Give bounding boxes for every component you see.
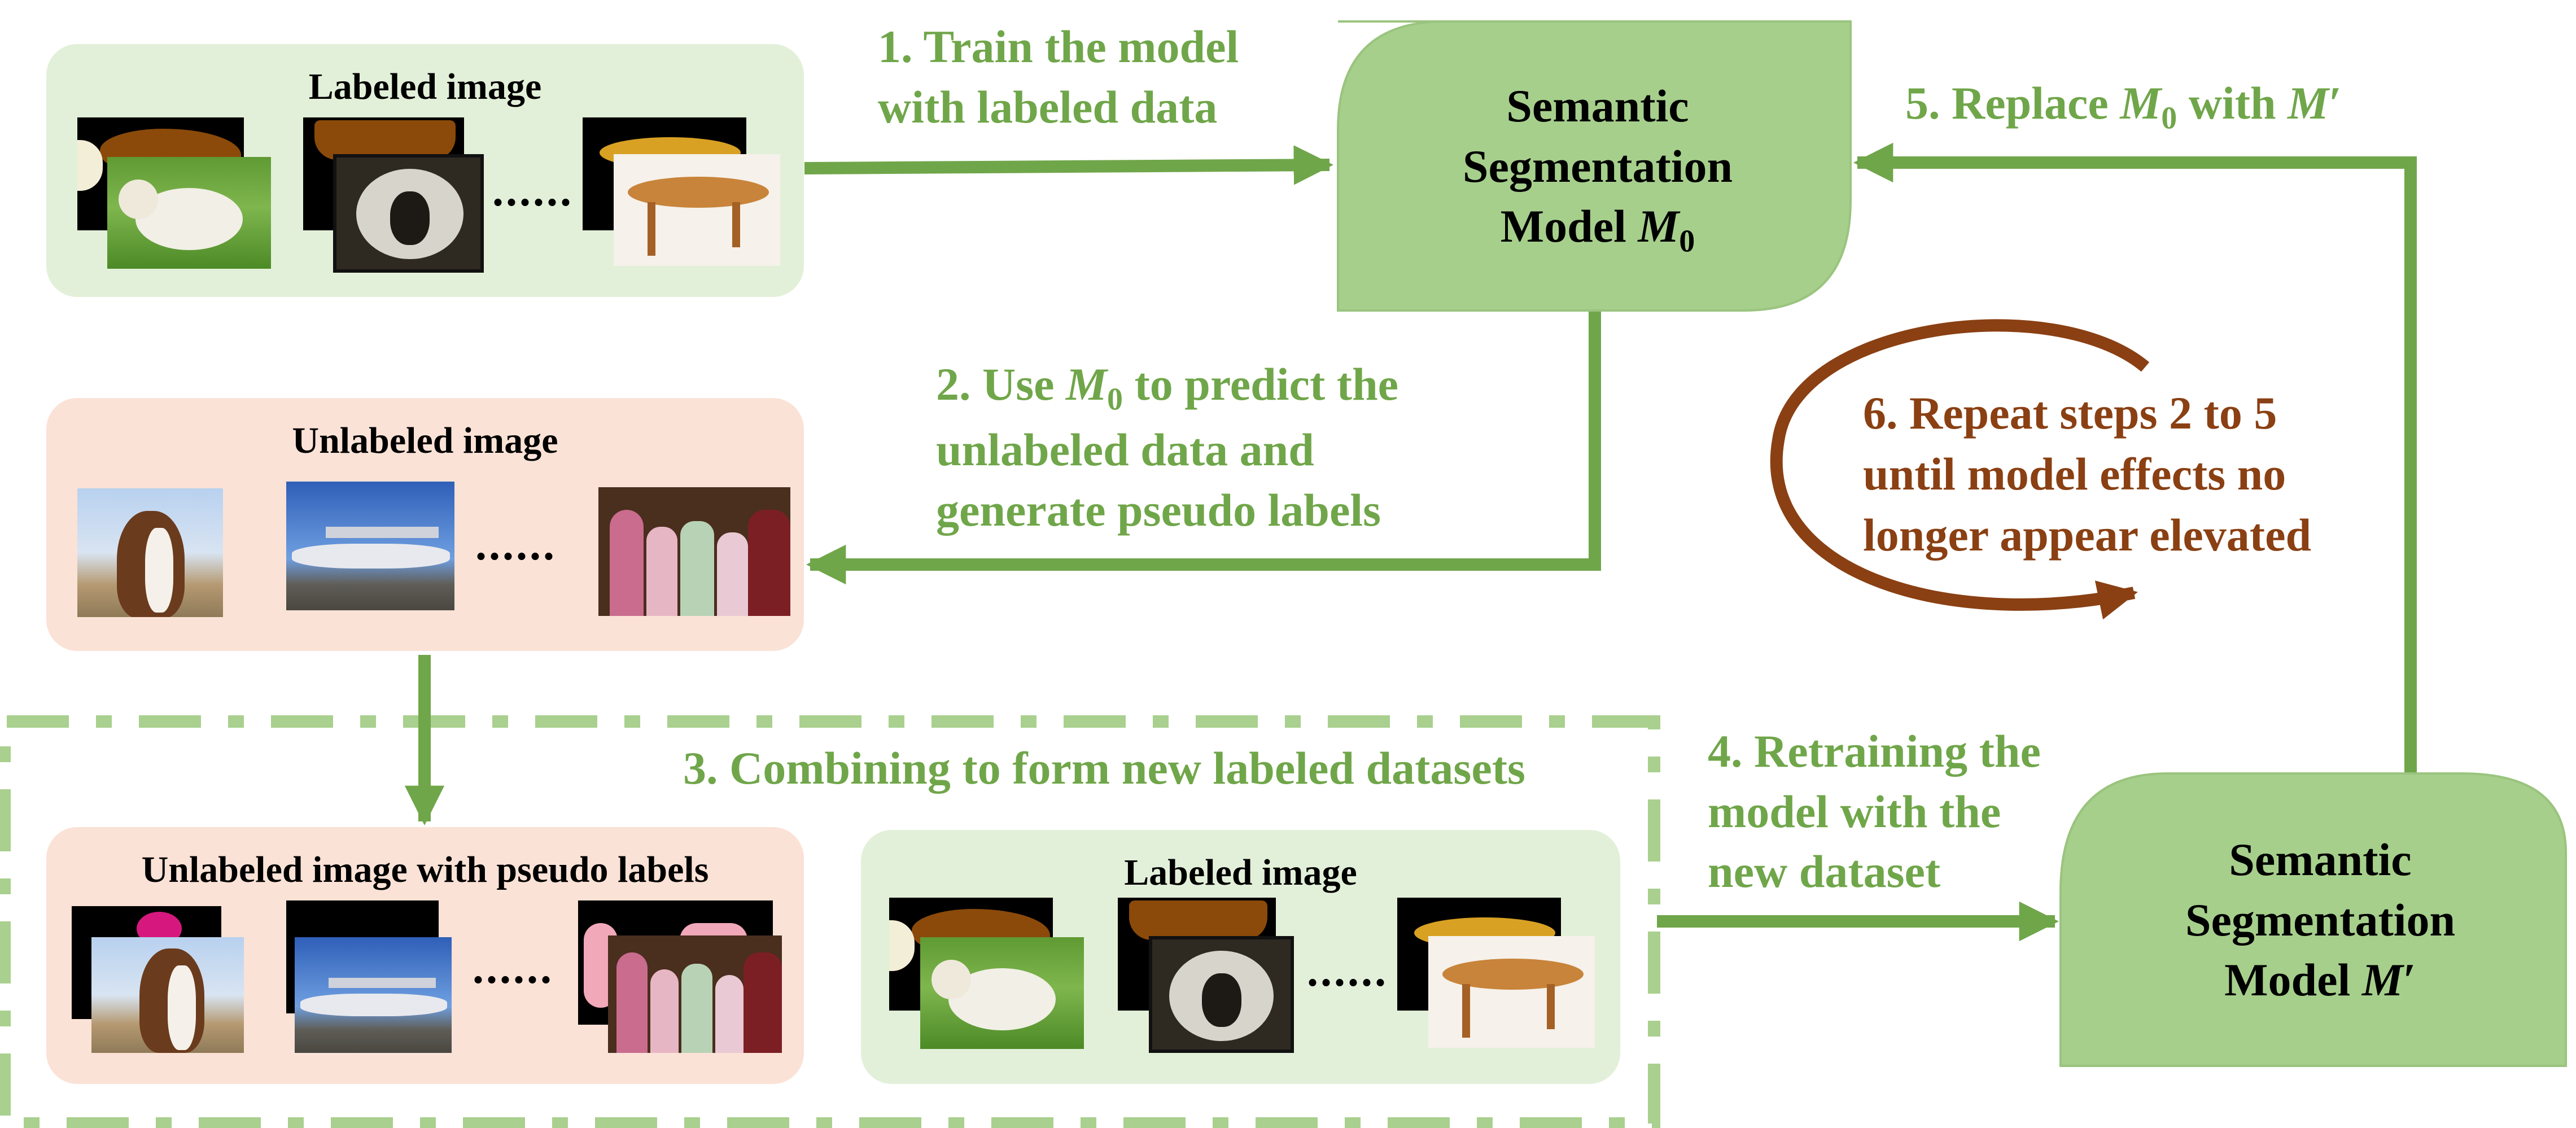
image-horse-pseudo	[91, 937, 244, 1053]
ellipsis: ......	[473, 943, 554, 993]
model-line: Segmentation	[2185, 894, 2456, 946]
arrow-predict	[806, 312, 1601, 585]
image-lamb	[107, 157, 271, 269]
step-2-label: 2. Use M0 to predict the unlabeled data …	[936, 358, 1399, 536]
step-1-label: 1. Train the model with labeled data	[878, 21, 1239, 133]
image-table	[614, 154, 780, 266]
model-line: Model M0	[1500, 200, 1695, 259]
panel-title: Unlabeled image	[292, 420, 558, 461]
model-m0-label: Semantic Segmentation Model M0	[1389, 76, 1807, 262]
step-6-label: 6. Repeat steps 2 to 5 until model effec…	[1863, 387, 2312, 561]
image-sheep	[1149, 936, 1294, 1053]
arrow-replace	[1853, 142, 2417, 772]
image-horse	[77, 488, 223, 617]
model-line: Model M′	[2224, 954, 2416, 1006]
model-mprime-shape	[2059, 772, 2567, 1067]
arrow-train	[804, 145, 1334, 185]
step-3-label: 3. Combining to form new labeled dataset…	[683, 742, 1525, 794]
panel-title: Labeled image	[308, 66, 542, 107]
image-airplane	[286, 482, 454, 610]
model-mprime-label: Semantic Segmentation Model M′	[2111, 830, 2529, 1011]
pseudo-label-panel: Unlabeled image with pseudo labels .....…	[46, 827, 804, 1084]
step-4-label: 4. Retraining the model with the new dat…	[1708, 725, 2041, 898]
panel-title: Unlabeled image with pseudo labels	[141, 849, 709, 890]
image-family-pseudo	[608, 935, 782, 1053]
model-m0-shape	[1337, 20, 1852, 312]
ellipsis: ......	[1307, 946, 1388, 996]
image-sheep	[333, 154, 484, 273]
unlabeled-image-panel: Unlabeled image ......	[46, 398, 804, 651]
image-table	[1428, 936, 1595, 1048]
model-line: Semantic	[2229, 834, 2412, 885]
step-5-label: 5. Replace M0 with M′	[1905, 77, 2342, 136]
labeled-image-panel-bottom: Labeled image ......	[861, 830, 1620, 1084]
ellipsis: ......	[475, 520, 557, 570]
image-airplane-pseudo	[295, 937, 452, 1053]
panel-title: Labeled image	[1124, 852, 1357, 893]
image-family	[598, 487, 790, 616]
combined-dataset-region	[0, 715, 1660, 1128]
ellipsis: ......	[492, 166, 574, 216]
model-line: Segmentation	[1462, 140, 1733, 192]
image-lamb	[920, 937, 1084, 1049]
labeled-image-panel-top: Labeled image ......	[46, 44, 804, 297]
arrow-repeat-loop	[1770, 319, 2150, 620]
model-line: Semantic	[1506, 80, 1689, 132]
